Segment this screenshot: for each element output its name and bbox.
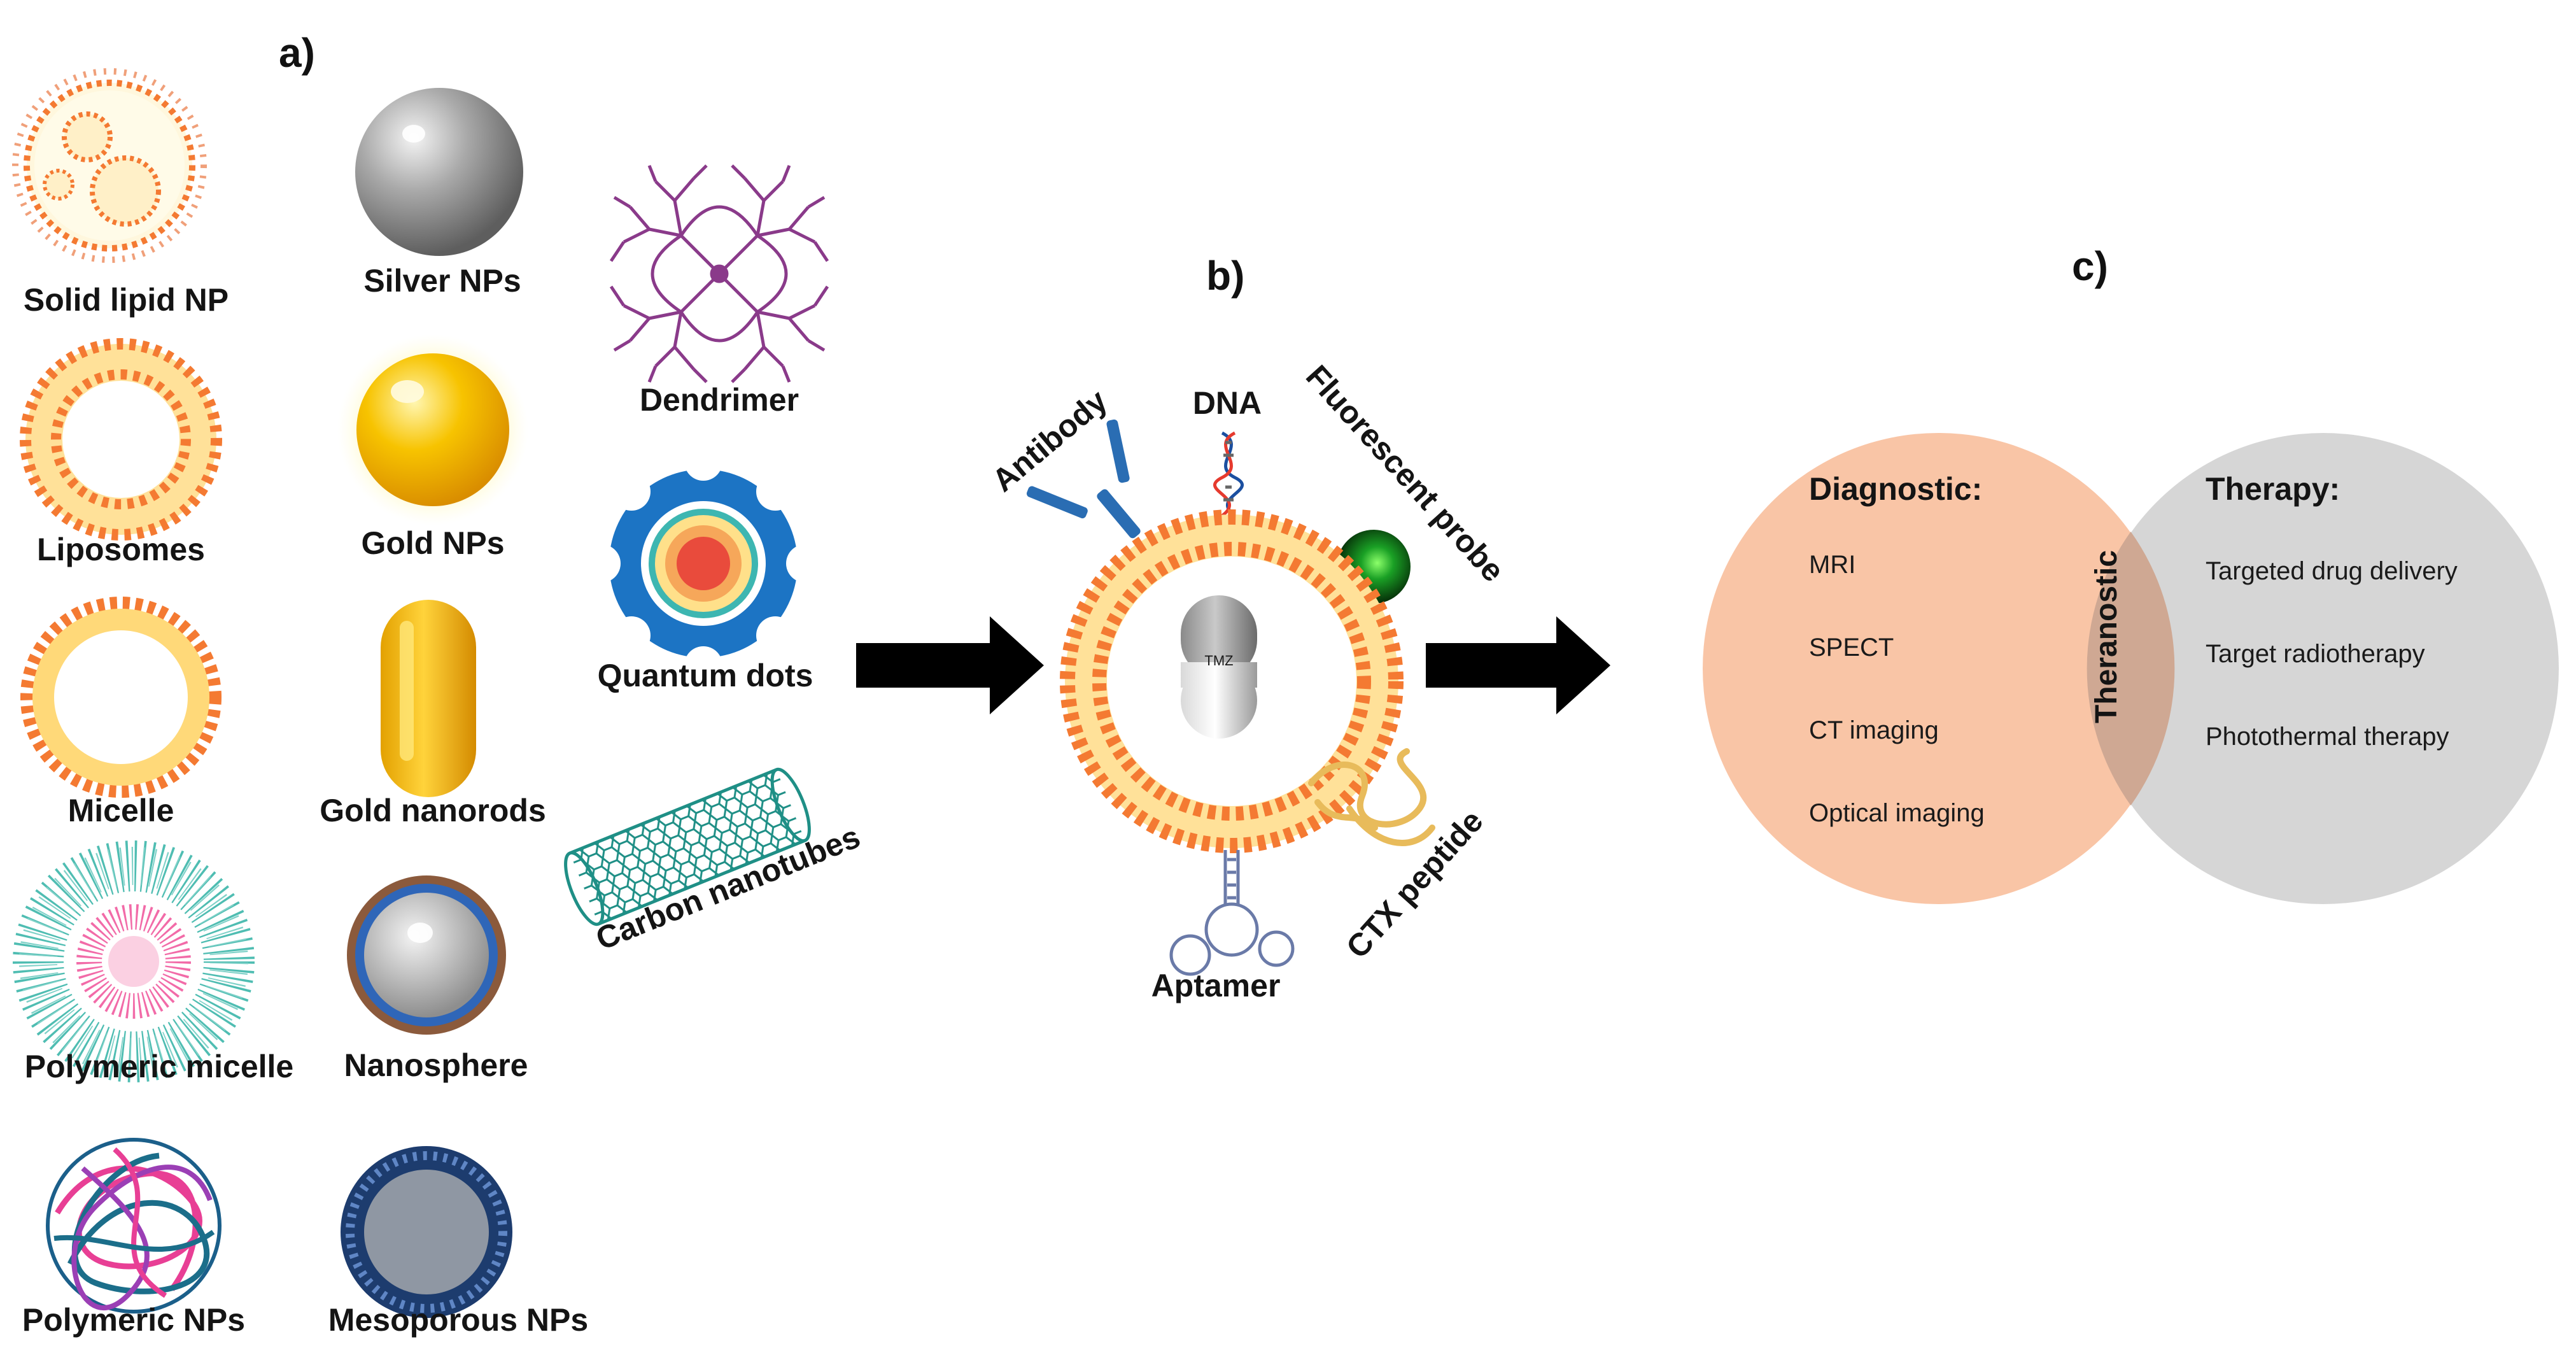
solid-lipid-np-label: Solid lipid NP [24,282,229,318]
carbon-nanotube-icon [564,767,811,926]
mesoporous-nps-label: Mesoporous NPs [328,1302,588,1338]
gold-nps-label: Gold NPs [361,525,504,561]
tmz-label: TMZ [1204,653,1233,669]
diagnostic-title: Diagnostic: [1809,471,1982,507]
gold-nanorod-icon [381,600,476,797]
mesoporous-np-icon [341,1146,512,1318]
arrow-right-icon [856,616,1044,714]
nanosphere-icon [347,875,506,1035]
quantum-dots-label: Quantum dots [598,658,813,693]
therapy-item: Targeted drug delivery [2206,557,2458,585]
therapy-item: Target radiotherapy [2206,640,2425,668]
theranostic-label: Theranostic [2090,550,2123,723]
therapy-circle [2088,433,2559,904]
diagnostic-item: Optical imaging [1809,799,1985,827]
tmz-capsule-icon [1181,595,1257,739]
gold-np-icon [337,334,528,525]
polymeric-micelle-icon [13,840,255,1082]
gold-nanorods-label: Gold nanorods [320,793,546,828]
antibody-icon [1026,419,1141,539]
venn-diagram [1703,433,2559,904]
solid-lipid-np-icon [12,68,207,263]
polymeric-micelle-label: Polymeric micelle [25,1049,293,1084]
panel-a-label: a) [279,30,315,76]
silver-nps-label: Silver NPs [363,263,521,299]
panel-b-label: b) [1206,253,1244,299]
liposome-icon [20,338,222,541]
quantum-dot-icon [582,443,824,684]
diagnostic-circle [1703,433,2174,904]
diagnostic-item: SPECT [1809,634,1894,662]
nanosphere-label: Nanosphere [344,1047,528,1083]
liposomes-label: Liposomes [37,532,205,567]
diagnostic-item: MRI [1809,551,1855,579]
therapy-item: Photothermal therapy [2206,723,2449,751]
polymeric-np-icon [46,1138,222,1314]
micelle-label: Micelle [68,793,174,828]
arrow-right-icon-2 [1426,616,1610,714]
aptamer-icon [1169,850,1295,976]
aptamer-label: Aptamer [1151,968,1281,1003]
silver-np-icon [355,88,523,256]
antibody-label: Antibody [985,383,1114,499]
therapy-title: Therapy: [2206,471,2340,507]
dna-label: DNA [1193,385,1262,421]
polymeric-nps-label: Polymeric NPs [22,1302,245,1338]
diagnostic-item: CT imaging [1809,716,1939,744]
dna-icon [1213,431,1244,517]
micelle-icon [20,597,222,798]
panel-c-label: c) [2072,243,2108,289]
dendrimer-icon [609,164,829,383]
dendrimer-label: Dendrimer [640,382,799,418]
ctx-peptide-icon [1308,748,1435,846]
